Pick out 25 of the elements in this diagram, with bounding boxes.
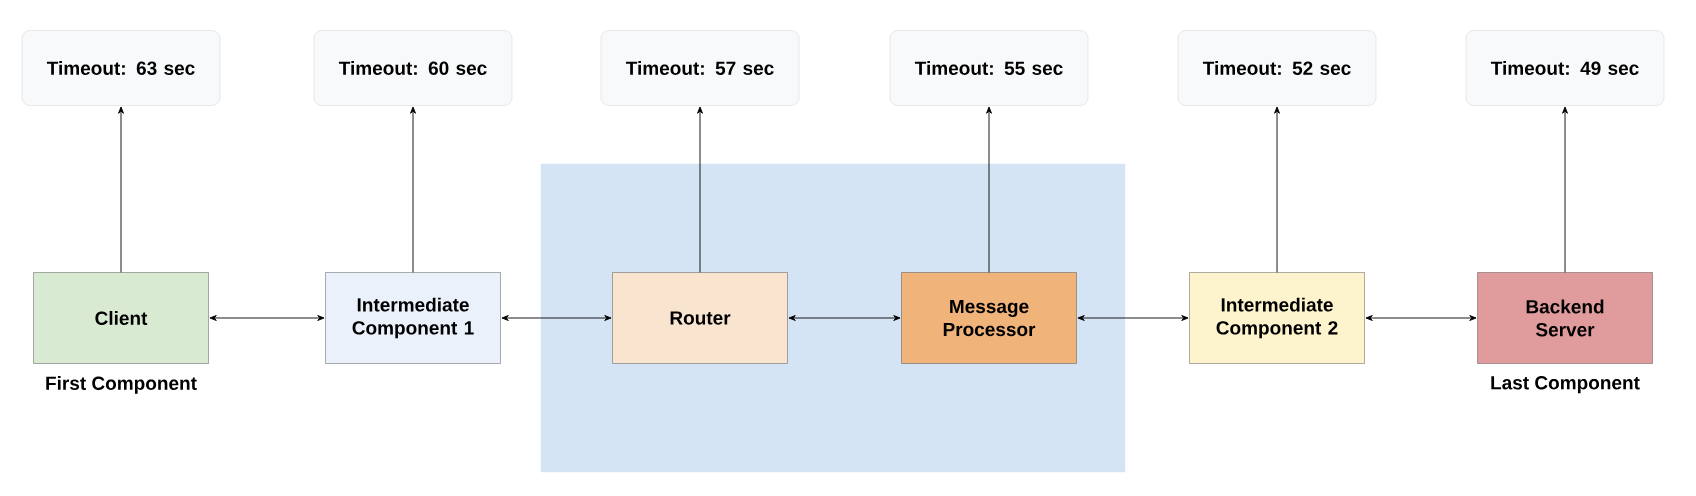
arrow (1077, 315, 1189, 321)
arrow (986, 106, 992, 273)
timeout-box: Timeout: 49 sec (1465, 30, 1665, 106)
arrow (697, 106, 703, 273)
timeout-box: Timeout: 55 sec (889, 30, 1089, 106)
arrow (501, 315, 612, 321)
component-box: Message Processor (901, 272, 1077, 364)
timeout-box: Timeout: 57 sec (600, 30, 800, 106)
component-caption: First Component (46, 376, 197, 394)
timeout-box: Timeout: 60 sec (313, 30, 513, 106)
component-box: Client (33, 272, 209, 364)
arrow (788, 315, 901, 321)
arrow (410, 106, 416, 273)
arrow (1562, 106, 1568, 273)
arrow (1274, 106, 1280, 273)
component-box: Router (612, 272, 788, 364)
component-box: Backend Server (1477, 272, 1653, 364)
component-box: Intermediate Component 1 (325, 272, 501, 364)
arrow (118, 106, 124, 273)
component-box: Intermediate Component 2 (1189, 272, 1365, 364)
arrow (1365, 315, 1477, 321)
timeout-box: Timeout: 52 sec (1177, 30, 1377, 106)
component-caption: Last Component (1491, 376, 1640, 394)
timeout-box: Timeout: 63 sec (21, 30, 221, 106)
arrow (209, 315, 325, 321)
